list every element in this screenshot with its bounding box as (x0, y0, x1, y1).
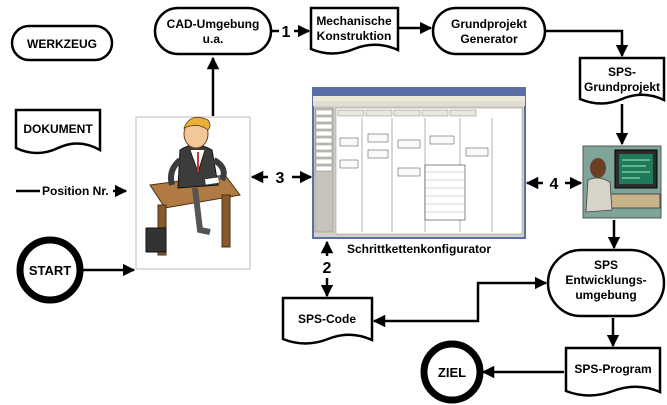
position-2-label: 2 (323, 260, 332, 277)
arrow-entw-to-spscode (372, 276, 548, 328)
base-project-generator-node: Grundprojekt Generator (431, 6, 547, 56)
plc-program-document: SPS-Program (564, 346, 662, 397)
cad-environment-node: CAD-Umgebung u.a. (153, 6, 273, 56)
goal-node: ZIEL (420, 340, 484, 404)
connectors (83, 21, 629, 379)
entw-label-line3: umgebung (575, 288, 636, 302)
cad-label-line2: u.a. (203, 32, 224, 46)
legend-position-arrow: Position Nr. (16, 184, 128, 198)
grund-label-line1: Grundprojekt (451, 17, 527, 31)
legend-tool-label: WERKZEUG (27, 37, 97, 51)
legend-document-shape: DOKUMENT (14, 108, 102, 155)
configurator-caption: Schrittkettenkonfigurator (347, 242, 491, 256)
mechanical-design-document: Mechanische Konstruktion (309, 6, 400, 55)
mech-label-line1: Mechanische (316, 14, 392, 28)
grund-label-line2: Generator (460, 32, 518, 46)
position-1-label: 1 (282, 24, 291, 41)
entw-label-line2: Entwicklungs- (565, 273, 646, 287)
start-node: START (16, 236, 84, 304)
ziel-label: ZIEL (438, 365, 466, 380)
legend-position-label: Position Nr. (42, 184, 109, 198)
operator-at-computer-icon (582, 145, 662, 219)
position-3-label: 3 (276, 170, 285, 187)
sps-grund-label-line2: Grundprojekt (584, 80, 660, 94)
arrow-grund-to-spsgrund (546, 29, 629, 58)
position-4-label: 4 (550, 176, 559, 193)
sps-grund-label-line1: SPS- (608, 65, 636, 79)
plc-development-environment-node: SPS Entwicklungs- umgebung (546, 248, 666, 318)
legend-tool-shape: WERKZEUG (10, 24, 114, 62)
plc-base-project-document: SPS- Grundprojekt (578, 56, 666, 105)
mech-label-line2: Konstruktion (317, 29, 392, 43)
cad-label-line1: CAD-Umgebung (167, 17, 260, 31)
step-chain-configurator-screenshot: Schrittkettenkonfigurator (312, 87, 526, 256)
plc-code-document: SPS-Code (281, 296, 374, 345)
legend-document-label: DOKUMENT (23, 122, 93, 136)
entw-label-line1: SPS (594, 258, 618, 272)
engineer-at-desk-icon (135, 116, 251, 270)
sps-program-label: SPS-Program (574, 362, 651, 376)
sps-code-label: SPS-Code (298, 312, 356, 326)
start-label: START (29, 263, 71, 278)
